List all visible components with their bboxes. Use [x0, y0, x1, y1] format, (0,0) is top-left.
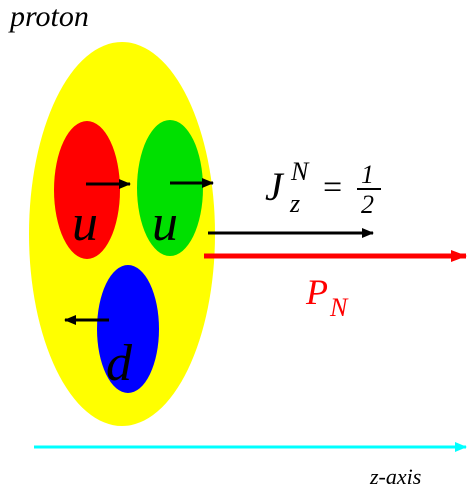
spin-label-denominator: 2	[361, 190, 374, 219]
spin-label-base: J	[265, 164, 285, 209]
quark-d-blue	[97, 265, 159, 393]
spin-label-sup: N	[290, 157, 310, 186]
quark-d-label: d	[106, 335, 133, 392]
proton-title: proton	[8, 0, 89, 33]
quark-u-green	[137, 120, 203, 256]
spin-label-equals: =	[323, 169, 342, 206]
spin-label-sub: z	[289, 189, 300, 218]
quark-u-green-label: u	[152, 195, 178, 252]
spin-label-numerator: 1	[361, 160, 374, 189]
z-axis-label: z-axis	[369, 464, 421, 489]
momentum-label-sub: N	[329, 293, 349, 322]
momentum-label-base: P	[305, 272, 328, 312]
quark-u-red-label: u	[72, 195, 98, 252]
momentum-label: P N	[305, 272, 349, 322]
spin-label: J N z = 1 2	[265, 157, 381, 219]
quark-u-red	[54, 121, 120, 259]
